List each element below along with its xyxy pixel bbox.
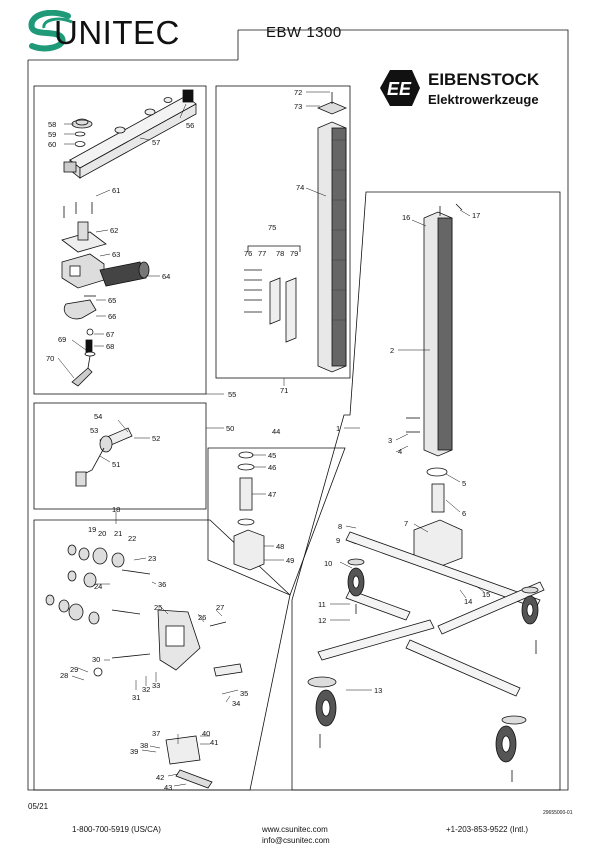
callout-13: 13 (374, 686, 382, 695)
callout-31: 31 (132, 693, 140, 702)
callout-64: 64 (162, 272, 170, 281)
callout-27: 27 (216, 603, 224, 612)
callout-26: 26 (198, 613, 206, 622)
callout-74: 74 (296, 183, 304, 192)
eibenstock-logo: E E (380, 70, 420, 106)
callout-56: 56 (186, 121, 194, 130)
model-name: EBW 1300 (266, 24, 342, 41)
callout-32: 32 (142, 685, 150, 694)
callout-47: 47 (268, 490, 276, 499)
callout-9: 9 (336, 536, 340, 545)
callout-41: 41 (210, 738, 218, 747)
callout-22: 22 (128, 534, 136, 543)
callout-10: 10 (324, 559, 332, 568)
callout-52: 52 (152, 434, 160, 443)
callout-61: 61 (112, 186, 120, 195)
phone-us: 1-800-700-5919 (US/CA) (72, 825, 161, 834)
callout-57: 57 (152, 138, 160, 147)
callout-79: 79 (290, 249, 298, 258)
callout-45: 45 (268, 451, 276, 460)
callout-3: 3 (388, 436, 392, 445)
callout-72: 72 (294, 88, 302, 97)
brand-name: UNITEC (54, 14, 180, 51)
callout-4: 4 (398, 447, 402, 456)
callout-24: 24 (94, 582, 102, 591)
callout-2: 2 (390, 346, 394, 355)
revision-date: 05/21 (28, 802, 49, 811)
callout-36: 36 (158, 580, 166, 589)
cs-unitec-logo (28, 10, 73, 52)
callout-15: 15 (482, 590, 490, 599)
callout-66: 66 (108, 312, 116, 321)
callout-38: 38 (140, 741, 148, 750)
callout-51: 51 (112, 460, 120, 469)
callout-68: 68 (106, 342, 114, 351)
callout-34: 34 (232, 699, 240, 708)
callout-59: 59 (48, 130, 56, 139)
callout-53: 53 (90, 426, 98, 435)
callout-65: 65 (108, 296, 116, 305)
callout-76: 76 (244, 249, 252, 258)
email-link[interactable]: info@csunitec.com (262, 836, 330, 845)
callout-58: 58 (48, 120, 56, 129)
document-number: 29655000-01 (543, 810, 573, 816)
callout-1: 1 (336, 424, 340, 433)
callout-69: 69 (58, 335, 66, 344)
callout-39: 39 (130, 747, 138, 756)
callout-18: 18 (112, 505, 120, 514)
callout-35: 35 (240, 689, 248, 698)
callout-23: 23 (148, 554, 156, 563)
callout-25: 25 (154, 603, 162, 612)
callout-55: 55 (228, 390, 236, 399)
phone-intl: +1-203-853-9522 (Intl.) (446, 825, 529, 834)
callout-17: 17 (472, 211, 480, 220)
manufacturer-name: EIBENSTOCK (428, 70, 540, 89)
callout-42: 42 (156, 773, 164, 782)
callout-11: 11 (318, 600, 326, 609)
callout-30: 30 (92, 655, 100, 664)
callout-75: 75 (268, 223, 276, 232)
callout-44: 44 (272, 427, 280, 436)
callout-71: 71 (280, 386, 288, 395)
callout-73: 73 (294, 102, 302, 111)
website-link[interactable]: www.csunitec.com (262, 825, 328, 834)
callout-28: 28 (60, 671, 68, 680)
callout-33: 33 (152, 681, 160, 690)
svg-text:E: E (399, 79, 412, 99)
callout-19: 19 (88, 525, 96, 534)
callout-14: 14 (464, 597, 472, 606)
callout-48: 48 (276, 542, 284, 551)
callout-20: 20 (98, 529, 106, 538)
callout-8: 8 (338, 522, 342, 531)
manufacturer-subtitle: Elektrowerkzeuge (428, 92, 539, 107)
callout-60: 60 (48, 140, 56, 149)
callout-12: 12 (318, 616, 326, 625)
callout-77: 77 (258, 249, 266, 258)
callout-7: 7 (404, 519, 408, 528)
callout-37: 37 (152, 729, 160, 738)
callout-5: 5 (462, 479, 466, 488)
callout-40: 40 (202, 729, 210, 738)
callout-21: 21 (114, 529, 122, 538)
callout-43: 43 (164, 783, 172, 792)
callout-49: 49 (286, 556, 294, 565)
callout-62: 62 (110, 226, 118, 235)
callout-70: 70 (46, 354, 54, 363)
callout-78: 78 (276, 249, 284, 258)
callout-46: 46 (268, 463, 276, 472)
callout-6: 6 (462, 509, 466, 518)
svg-text:E: E (387, 79, 400, 99)
callout-16: 16 (402, 213, 410, 222)
callout-63: 63 (112, 250, 120, 259)
callout-67: 67 (106, 330, 114, 339)
callout-50: 50 (226, 424, 234, 433)
callout-54: 54 (94, 412, 102, 421)
callout-29: 29 (70, 665, 78, 674)
